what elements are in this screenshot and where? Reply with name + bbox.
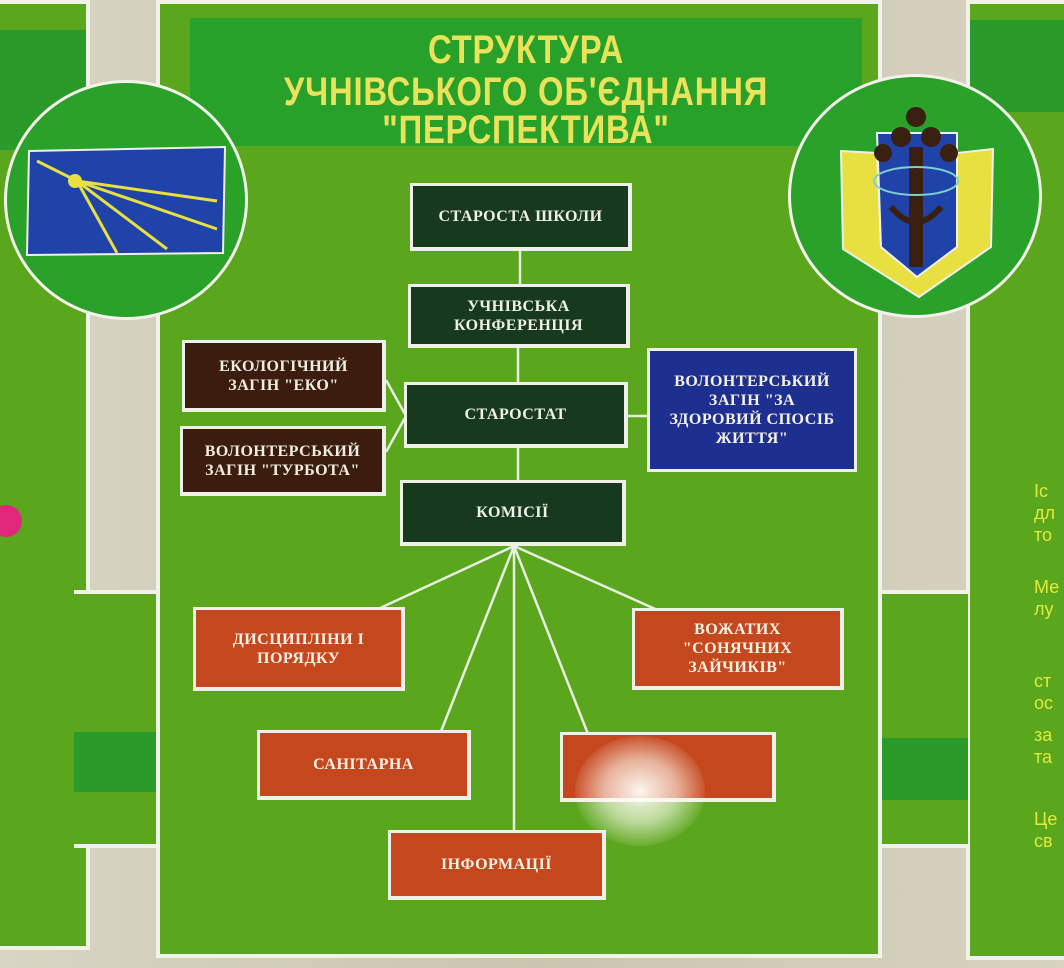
right-gap-band: [876, 738, 968, 800]
tree-shield-icon: [839, 107, 995, 299]
side-text-line: св: [1034, 831, 1053, 851]
node-sanitary: САНІТАРНА: [257, 730, 471, 800]
node-vozhatykh: ВОЖАТИХ "СОНЯЧНИХ ЗАЙЧИКІВ": [632, 608, 844, 690]
title-line: СТРУКТУРА: [427, 28, 625, 72]
side-text-line: лу: [1034, 599, 1054, 619]
node-starostat: СТАРОСТАТ: [404, 382, 628, 448]
flag-rays-icon: [25, 145, 227, 257]
right-side-text: Іс дл то Ме лу ст ос за та Це св: [1034, 480, 1059, 852]
side-text-line: Іс: [1034, 481, 1049, 501]
node-commissions: КОМІСІЇ: [400, 480, 626, 546]
side-text-line: ст: [1034, 671, 1052, 691]
side-text-line: та: [1034, 747, 1053, 767]
side-text-line: дл: [1034, 503, 1056, 523]
node-eco: ЕКОЛОГІЧНИЙ ЗАГІН "ЕКО": [182, 340, 386, 412]
side-text-line: за: [1034, 725, 1053, 745]
side-text-line: ос: [1034, 693, 1054, 713]
light-glare: [575, 736, 705, 846]
node-discipline: ДИСЦИПЛІНИ І ПОРЯДКУ: [193, 607, 405, 691]
side-text-line: то: [1034, 525, 1053, 545]
side-text-line: Ме: [1034, 577, 1060, 597]
left-gap-band: [74, 732, 164, 792]
right-gap-stripe: [876, 590, 968, 848]
side-text-line: Це: [1034, 809, 1058, 829]
node-starosta: СТАРОСТА ШКОЛИ: [410, 183, 632, 251]
title-line: "ПЕРСПЕКТИВА": [382, 108, 670, 152]
node-turbota: ВОЛОНТЕРСЬКИЙ ЗАГІН "ТУРБОТА": [180, 426, 386, 496]
left-emblem: [4, 80, 248, 320]
node-conference: УЧНІВСЬКА КОНФЕРЕНЦІЯ: [408, 284, 630, 348]
flower-icon: [0, 505, 22, 537]
title-line: УЧНІВСЬКОГО ОБ'ЄДНАННЯ: [283, 70, 769, 114]
node-healthy: ВОЛОНТЕРСЬКИЙ ЗАГІН "ЗА ЗДОРОВИЙ СПОСІБ …: [647, 348, 857, 472]
poster-title: СТРУКТУРА УЧНІВСЬКОГО ОБ'ЄДНАННЯ "ПЕРСПЕ…: [190, 18, 862, 150]
node-information: ІНФОРМАЦІЇ: [388, 830, 606, 900]
right-emblem: [788, 74, 1042, 318]
left-gap-stripe: [74, 590, 164, 848]
